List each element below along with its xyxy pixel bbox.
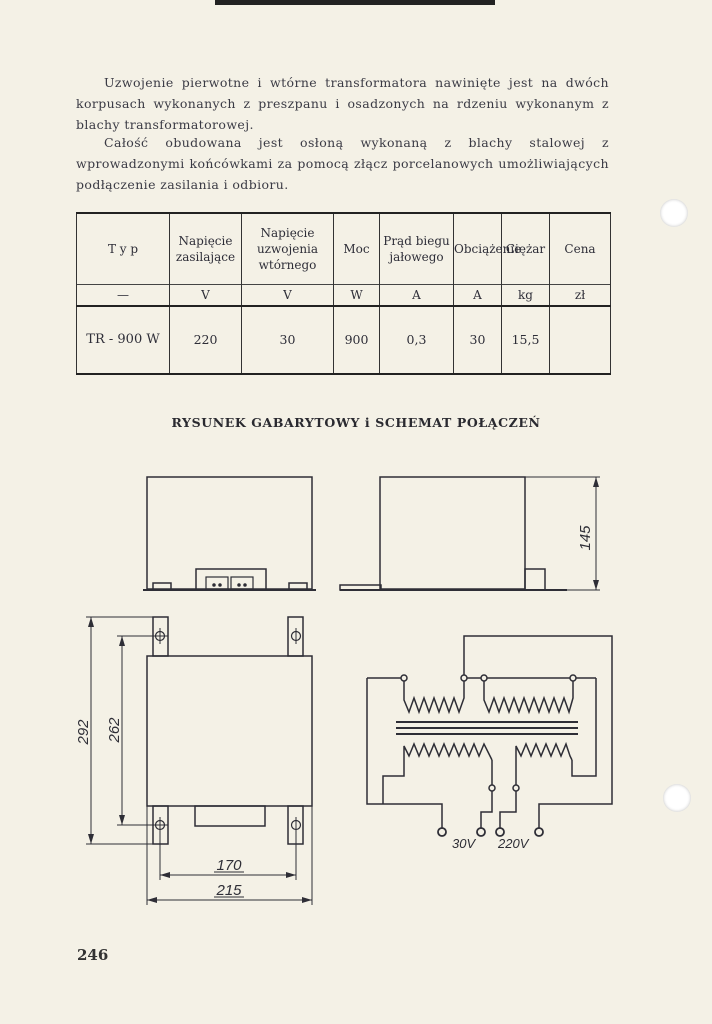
cell-noload-current: 0,3 [379,306,454,375]
unit-power: W [333,284,380,307]
top-view [86,616,313,905]
binder-hole-top [660,199,688,227]
binder-hole-bottom [663,784,691,812]
scan-edge-bar [215,0,495,5]
paragraph-windings: Uzwojenie pierwotne i wtórne transformat… [76,75,609,132]
dimension-170: 170 [216,857,242,874]
dimension-262: 262 [106,717,123,744]
table-units-row: — V V W A A kg zł [76,284,611,307]
table-row: TR - 900 W 220 30 900 0,3 30 15,5 [76,306,611,375]
table-header-row: T y p Napięcie zasilające Napięcie uzwoj… [76,212,611,285]
header-noload-current: Prąd biegu jałowego [379,212,454,285]
spec-table: T y p Napięcie zasilające Napięcie uzwoj… [76,212,611,375]
dimension-292: 292 [75,719,92,746]
unit-type: — [76,284,170,307]
header-secondary-voltage: Napięcie uzwojenia wtórnego [241,212,334,285]
label-30v: 30V [452,836,476,851]
header-price: Cena [549,212,611,285]
cell-supply-voltage: 220 [169,306,242,375]
unit-price: zł [549,284,611,307]
paragraph-housing: Całość obudowana jest osłoną wykonaną z … [76,135,609,192]
cell-price [549,306,611,375]
unit-weight: kg [501,284,550,307]
connection-schematic [366,635,613,837]
side-view [339,476,600,591]
cell-weight: 15,5 [501,306,550,375]
section-title: RYSUNEK GABARYTOWY i SCHEMAT POŁĄCZEŃ [171,415,541,430]
header-type: T y p [76,212,170,285]
front-view [143,476,316,591]
page-number: 246 [77,946,109,964]
cell-secondary-voltage: 30 [241,306,334,375]
header-weight: Ciężar [501,212,550,285]
label-220v: 220V [497,836,530,851]
header-supply-voltage: Napięcie zasilające [169,212,242,285]
dimension-215: 215 [215,882,242,899]
cell-load: 30 [453,306,502,375]
dimension-145: 145 [577,525,594,551]
cell-type: TR - 900 W [76,306,170,375]
cell-power: 900 [333,306,380,375]
